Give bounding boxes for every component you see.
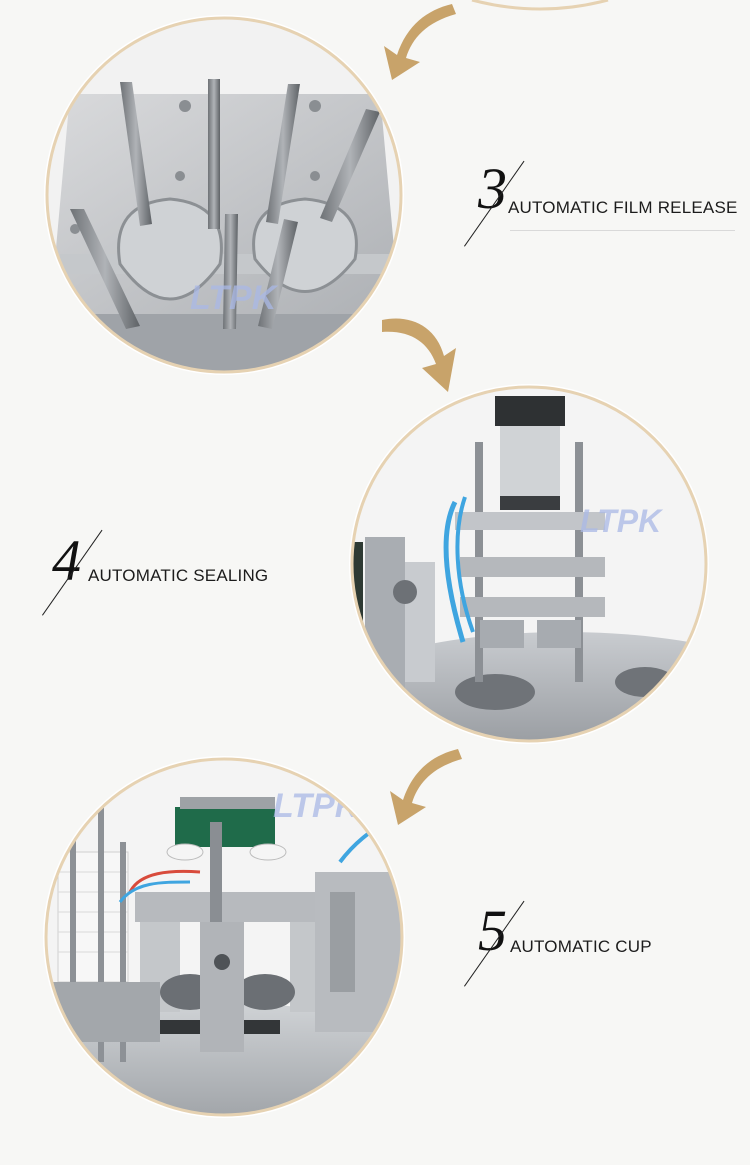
cup-feeder-photo: LTPK [43,756,405,1118]
sealing-photo: LTPK [349,384,709,744]
flow-arrow-icon [382,318,456,392]
step-3-number: 3 [478,156,507,221]
film-release-photo: LTPK [44,15,404,375]
step-5-label: AUTOMATIC CUP [510,937,652,956]
step-3-underline [510,230,735,231]
step-3-label: AUTOMATIC FILM RELEASE [508,198,738,217]
watermark-text: LTPK [190,279,279,317]
step-4-label: AUTOMATIC SEALING [88,566,269,585]
previous-step-ring [471,0,609,11]
watermark-text: LTPK [580,503,664,539]
flow-arrow-icon [384,4,456,80]
flow-arrow-icon [390,749,462,825]
